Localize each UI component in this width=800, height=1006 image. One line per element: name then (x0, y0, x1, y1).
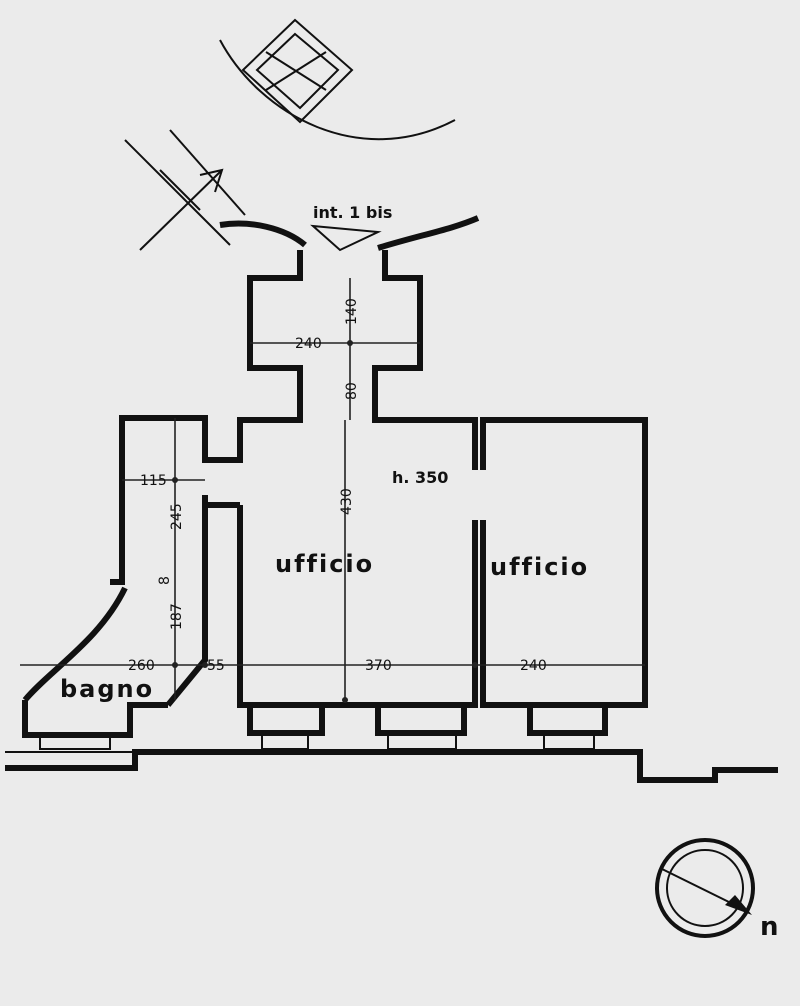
dim-bath-width-top: 115 (140, 473, 167, 489)
room-label-office-right: ufficio (490, 553, 589, 581)
entry-arc-left (219, 220, 307, 248)
north-label: n (760, 912, 779, 942)
dimension-lines (20, 278, 645, 703)
room-label-office-left: ufficio (275, 550, 374, 578)
dim-wall-gap: 55 (207, 658, 225, 674)
dim-bath-depth-top: 245 (169, 503, 185, 530)
dim-bath-gap: 8 (157, 576, 173, 585)
north-arrow-icon (655, 838, 755, 938)
skylight-symbol (241, 18, 354, 124)
dim-bath-width-bottom: 260 (128, 658, 155, 674)
unit-label: int. 1 bis (313, 203, 392, 222)
dim-passage-depth: 80 (344, 382, 360, 400)
dim-entry-depth: 140 (344, 298, 360, 325)
entry-arc-right (377, 215, 480, 251)
dim-entry-width: 240 (295, 336, 322, 352)
dim-bath-depth-bottom: 187 (169, 603, 185, 630)
dim-office-left-width: 370 (365, 658, 392, 674)
ceiling-height-label: h. 350 (392, 468, 448, 487)
dim-office-right-width: 240 (520, 658, 547, 674)
courtyard-curve (219, 39, 456, 141)
room-label-bathroom: bagno (60, 675, 154, 703)
dim-office-depth: 430 (339, 488, 355, 515)
entry-arrow (310, 224, 382, 252)
storefront-bays (39, 702, 608, 750)
access-stair (124, 129, 246, 251)
walls (22, 250, 648, 738)
street-line (5, 749, 778, 783)
